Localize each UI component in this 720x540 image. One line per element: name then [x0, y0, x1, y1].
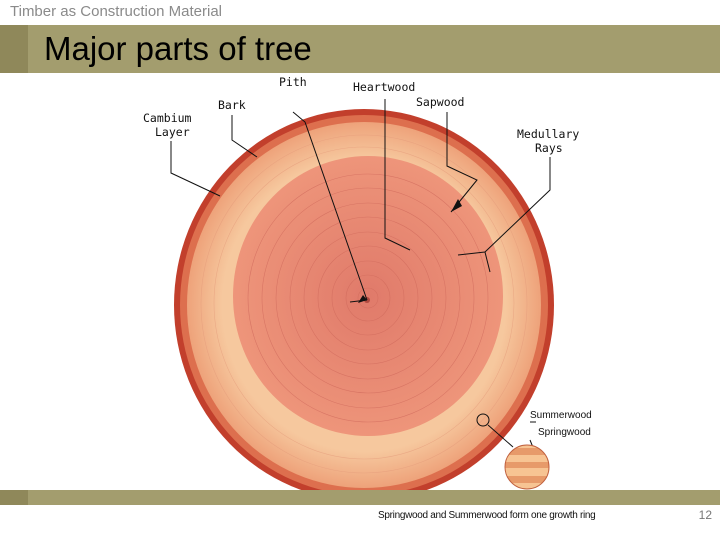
- heartwood-leader-line: [384, 99, 411, 251]
- heartwood-label: Heartwood: [353, 80, 415, 94]
- page-number: 12: [698, 508, 712, 522]
- springwood-label: Springwood: [538, 427, 591, 438]
- sapwood-arrowhead: [451, 199, 462, 212]
- heartwood-region: [233, 156, 503, 436]
- growth-ring-zoom: [504, 444, 550, 490]
- medullary-leader-line: [484, 157, 551, 253]
- sapwood-rings: [200, 134, 528, 474]
- bark-leader-line: [231, 115, 258, 158]
- cambium-label-line2: Layer: [155, 125, 190, 139]
- growth-ring-marker: [476, 413, 490, 427]
- footer-bar-accent: [0, 490, 28, 505]
- medullary-label-line2: Rays: [535, 141, 563, 155]
- slide-title: Major parts of tree: [44, 30, 312, 67]
- cambium-leader-line: [170, 141, 221, 197]
- pith-arrowhead: [358, 295, 367, 303]
- subject-label: Timber as Construction Material: [10, 3, 223, 20]
- pith-leader-line: [292, 111, 368, 301]
- title-bar: [0, 25, 720, 73]
- bark-label: Bark: [218, 98, 246, 112]
- medullary-ray-branch-1: [457, 251, 486, 256]
- pith-label: Pith: [279, 75, 307, 89]
- summerwood-label: Summerwood: [530, 410, 592, 421]
- cambium-label-line1: Cambium: [143, 111, 192, 125]
- medullary-label-line1: Medullary: [517, 127, 579, 141]
- sapwood-label: Sapwood: [416, 95, 464, 109]
- footer-bar: [0, 490, 720, 505]
- growth-ring-caption: Springwood and Summerwood form one growt…: [378, 510, 596, 521]
- growth-rings: [247, 173, 489, 423]
- title-bar-accent: [0, 25, 28, 73]
- medullary-ray-branch-2: [484, 251, 491, 273]
- sapwood-leader-line: [446, 112, 478, 213]
- zoom-connector: [487, 424, 514, 448]
